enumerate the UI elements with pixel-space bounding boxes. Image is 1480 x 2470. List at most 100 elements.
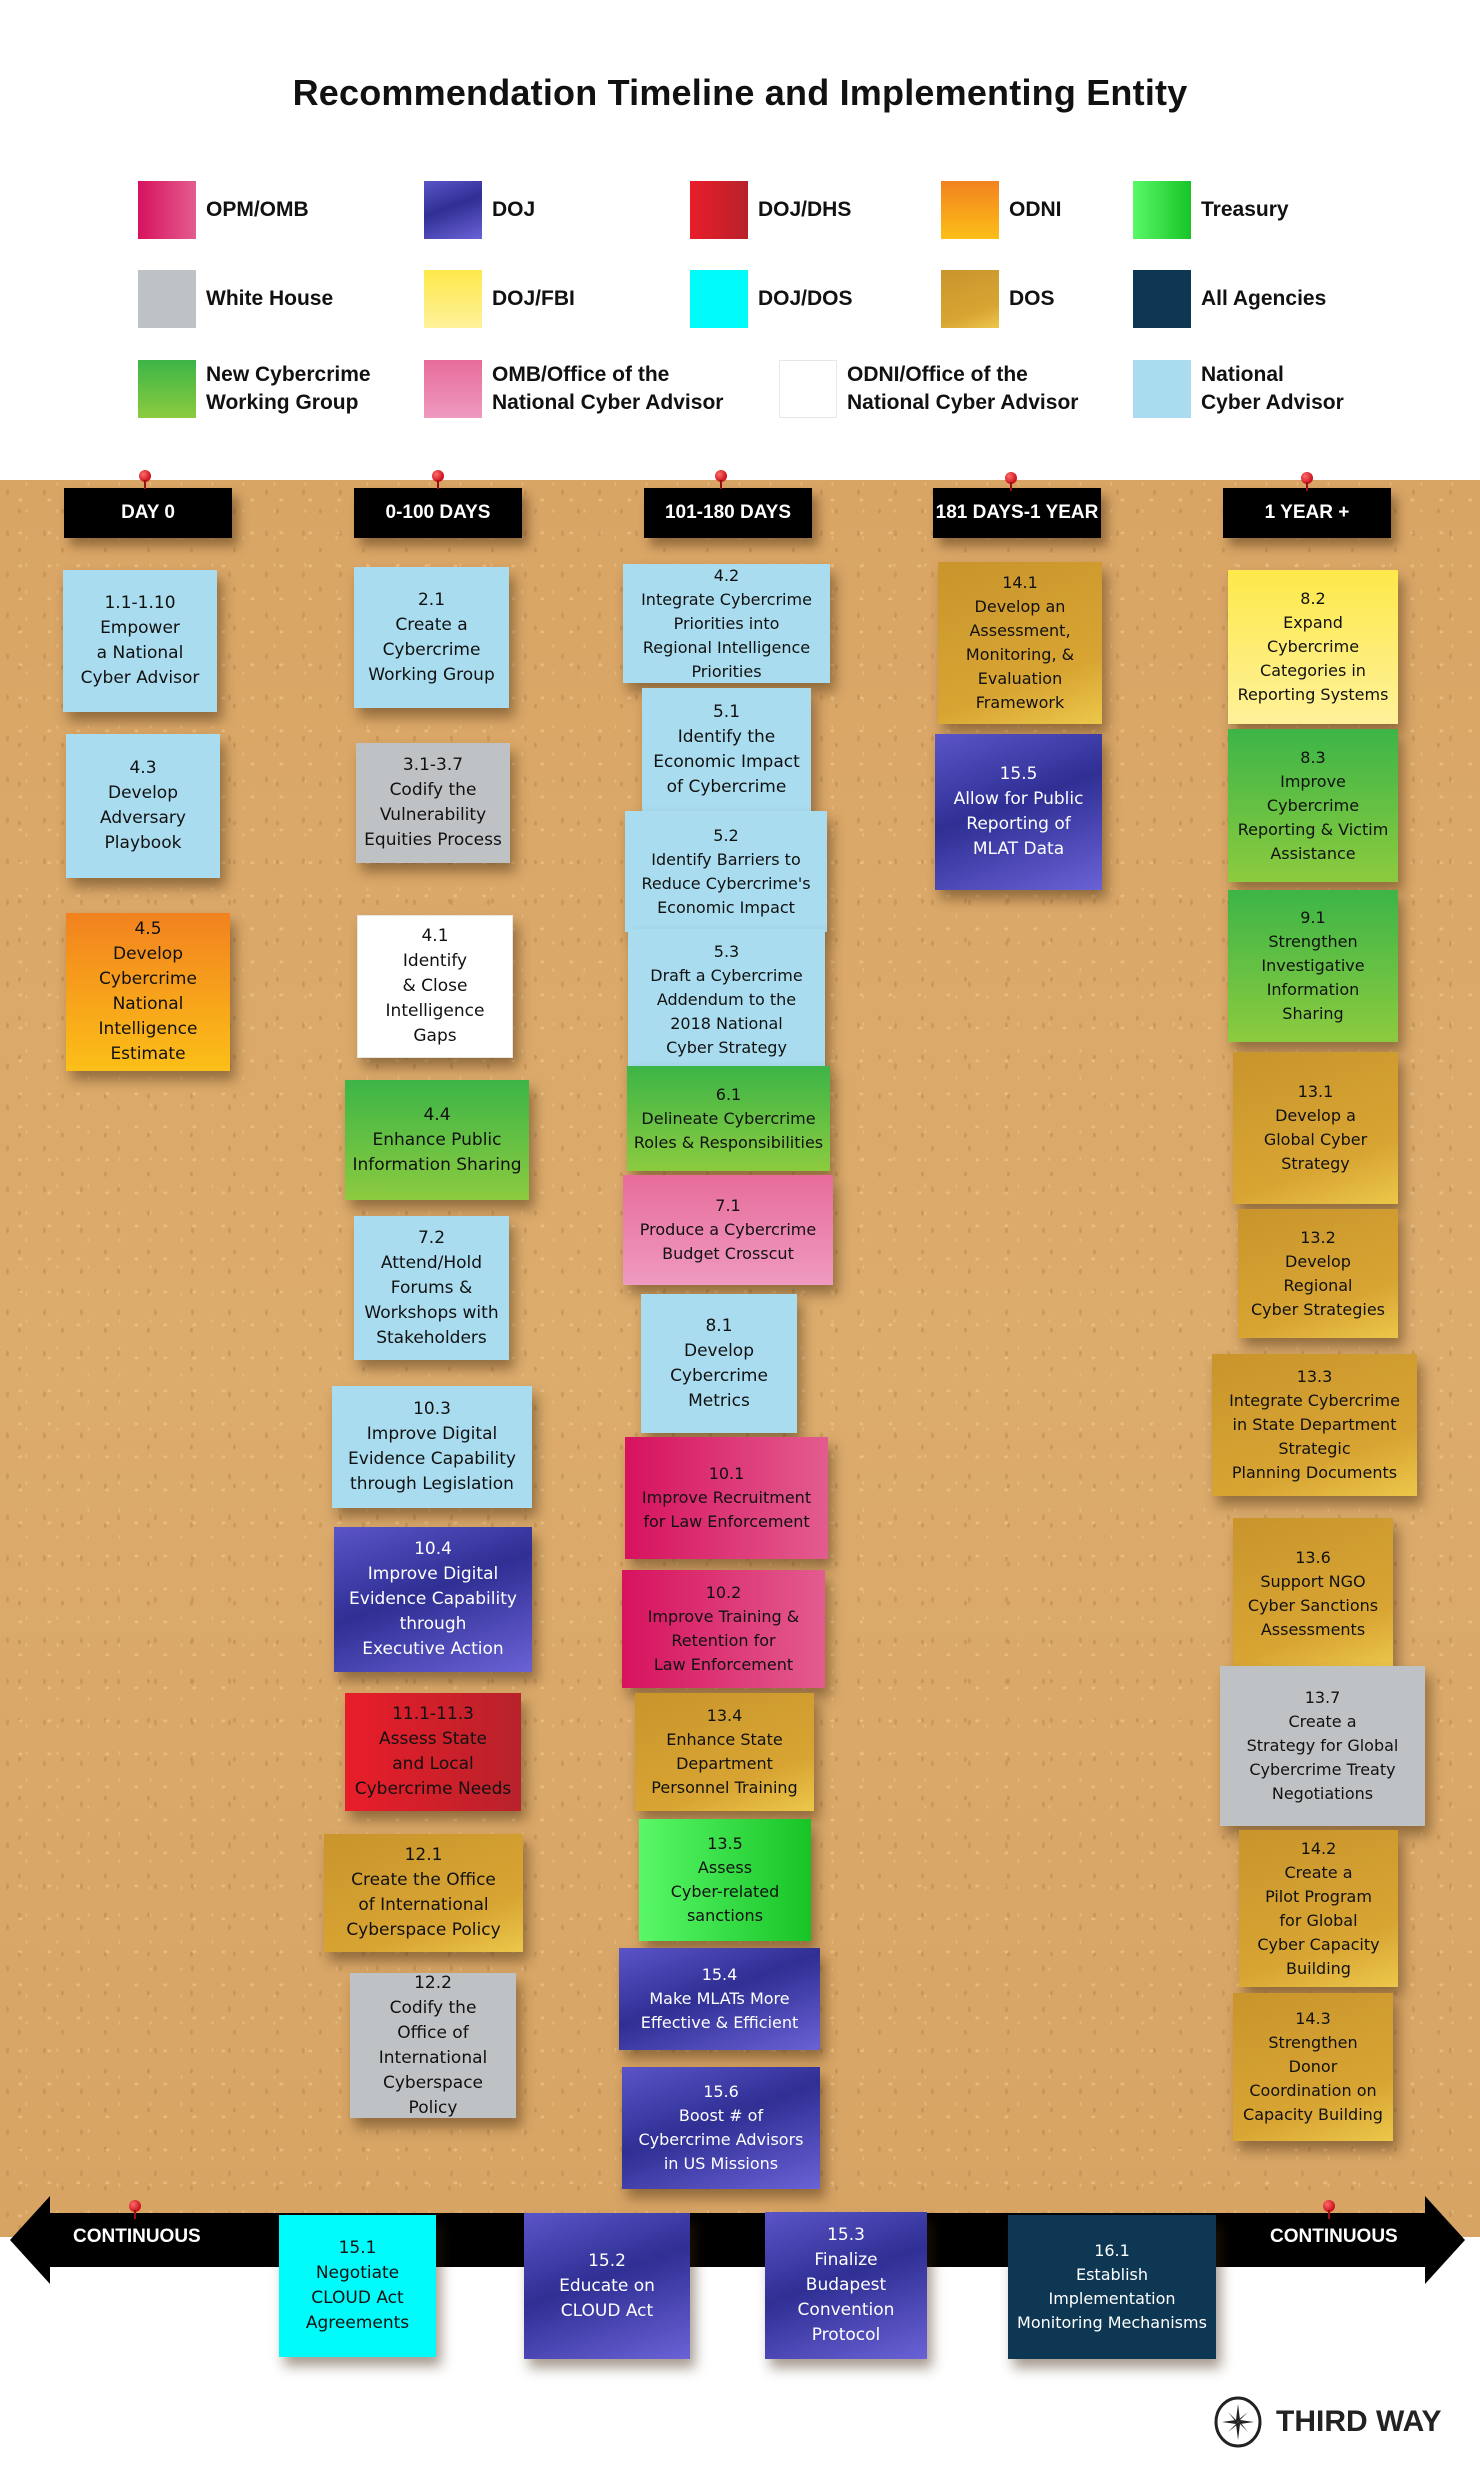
- note-text: Develop Regional Cyber Strategies: [1250, 1251, 1385, 1319]
- note-number: 13.4: [706, 1706, 743, 1725]
- column-header-label: 0-100 DAYS: [385, 502, 491, 523]
- note-text: Finalize Budapest Convention Protocol: [797, 2250, 895, 2345]
- note-10-3: 10.3 Improve Digital Evidence Capability…: [332, 1386, 532, 1508]
- note-6-1: 6.1 Delineate Cybercrime Roles & Respons…: [627, 1066, 830, 1171]
- column-header-label: 101-180 DAYS: [664, 502, 792, 523]
- legend-item-odni-national-cyber-advisor: ODNI/Office of the National Cyber Adviso…: [779, 360, 1078, 418]
- note-15-2: 15.2 Educate on CLOUD Act: [524, 2213, 690, 2359]
- note-number: 14.3: [1295, 2009, 1331, 2028]
- note-number: 13.2: [1300, 1227, 1336, 1247]
- note-number: 10.4: [414, 1539, 452, 1559]
- note-4-1: 4.1 Identify & Close Intelligence Gaps: [357, 915, 513, 1058]
- legend-swatch: [941, 270, 999, 328]
- legend-label: New Cybercrime Working Group: [206, 363, 371, 414]
- legend-label: National Cyber Advisor: [1201, 363, 1344, 414]
- note-text: Develop Cybercrime National Intelligence…: [98, 944, 198, 1064]
- note-5-3: 5.3 Draft a Cybercrime Addendum to the 2…: [628, 929, 825, 1071]
- note-16-1: 16.1 Establish Implementation Monitoring…: [1008, 2215, 1216, 2359]
- note-text: Identify the Economic Impact of Cybercri…: [653, 726, 800, 797]
- legend-item-omb-national-cyber-advisor: OMB/Office of the National Cyber Advisor: [424, 360, 723, 418]
- legend-swatch: [1133, 270, 1191, 328]
- note-text: Develop Cybercrime Metrics: [670, 1340, 768, 1411]
- note-number: 13.6: [1295, 1547, 1331, 1567]
- continuous-timeline-arrow: [40, 2213, 1430, 2267]
- note-11-1-11-3: 11.1-11.3 Assess State and Local Cybercr…: [345, 1693, 521, 1811]
- third-way-logo: THIRD WAY: [1212, 2396, 1442, 2448]
- note-number: 10.1: [708, 1464, 745, 1483]
- note-text: Integrate Cybercrime in State Department…: [1229, 1391, 1400, 1482]
- legend-item-doj: DOJ: [424, 181, 535, 239]
- note-5-2: 5.2 Identify Barriers to Reduce Cybercri…: [625, 811, 827, 932]
- note-5-1: 5.1 Identify the Economic Impact of Cybe…: [642, 688, 811, 811]
- note-10-1: 10.1 Improve Recruitment for Law Enforce…: [625, 1437, 828, 1559]
- note-number: 13.1: [1297, 1082, 1334, 1101]
- note-text: Develop an Assessment, Monitoring, & Eva…: [965, 597, 1075, 712]
- pushpin-icon: [431, 470, 445, 490]
- note-text: Strengthen Investigative Information Sha…: [1261, 932, 1365, 1023]
- compass-star-icon: [1214, 2396, 1262, 2448]
- note-4-3: 4.3 Develop Adversary Playbook: [66, 734, 220, 878]
- note-text: Strengthen Donor Coordination on Capacit…: [1243, 2033, 1383, 2124]
- note-10-4: 10.4 Improve Digital Evidence Capability…: [334, 1527, 532, 1672]
- note-text: Enhance Public Information Sharing: [352, 1129, 522, 1175]
- note-15-1: 15.1 Negotiate CLOUD Act Agreements: [279, 2215, 436, 2357]
- column-header-181-days-1-year: 181 DAYS-1 YEAR: [933, 488, 1101, 538]
- note-text: Create a Strategy for Global Cybercrime …: [1246, 1712, 1399, 1803]
- note-text: Assess State and Local Cybercrime Needs: [354, 1729, 512, 1799]
- legend-label: OMB/Office of the National Cyber Advisor: [492, 363, 724, 414]
- note-text: Educate on CLOUD Act: [559, 2275, 655, 2321]
- pushpin-icon: [1322, 2200, 1336, 2220]
- note-13-6: 13.6 Support NGO Cyber Sanctions Assessm…: [1233, 1518, 1393, 1669]
- note-14-2: 14.2 Create a Pilot Program for Global C…: [1239, 1830, 1398, 1987]
- note-8-3: 8.3 Improve Cybercrime Reporting & Victi…: [1228, 729, 1398, 882]
- note-13-2: 13.2 Develop Regional Cyber Strategies: [1238, 1209, 1398, 1338]
- note-8-1: 8.1 Develop Cybercrime Metrics: [641, 1294, 797, 1433]
- legend-label: ODNI/Office of the National Cyber Adviso…: [847, 363, 1079, 414]
- note-12-2: 12.2 Codify the Office of International …: [350, 1973, 516, 2118]
- note-7-2: 7.2 Attend/Hold Forums & Workshops with …: [354, 1216, 509, 1360]
- note-10-2: 10.2 Improve Training & Retention for La…: [622, 1570, 825, 1688]
- legend-swatch: [424, 360, 482, 418]
- legend-label: White House: [206, 287, 334, 310]
- legend-item-new-cybercrime-working-group: New Cybercrime Working Group: [138, 360, 371, 418]
- legend-swatch: [138, 181, 196, 239]
- note-number: 4.4: [423, 1104, 451, 1125]
- legend-swatch: [424, 181, 482, 239]
- legend-swatch: [690, 181, 748, 239]
- note-text: Establish Implementation Monitoring Mech…: [1017, 2265, 1207, 2332]
- note-text: Negotiate CLOUD Act Agreements: [305, 2263, 410, 2333]
- legend-label: OPM/OMB: [206, 198, 309, 221]
- legend-item-dos: DOS: [941, 270, 1055, 328]
- note-text: Codify the Vulnerability Equities Proces…: [364, 780, 502, 850]
- note-text: Expand Cybercrime Categories in Reportin…: [1237, 613, 1389, 704]
- note-text: Enhance State Department Personnel Train…: [651, 1730, 798, 1797]
- legend-item-white-house: White House: [138, 270, 333, 328]
- continuous-label-left: CONTINUOUS: [73, 2226, 201, 2247]
- note-number: 8.2: [1300, 589, 1326, 608]
- note-text: Develop Adversary Playbook: [100, 783, 186, 853]
- column-header-0-100-days: 0-100 DAYS: [354, 488, 522, 538]
- note-4-2: 4.2 Integrate Cybercrime Priorities into…: [623, 564, 830, 683]
- note-text: Create a Pilot Program for Global Cyber …: [1257, 1862, 1380, 1978]
- legend-label: DOJ/FBI: [492, 287, 575, 310]
- legend-swatch: [138, 360, 196, 418]
- legend-item-doj-dhs: DOJ/DHS: [690, 181, 851, 239]
- note-number: 15.1: [338, 2238, 377, 2258]
- note-text: Produce a Cybercrime Budget Crosscut: [639, 1220, 817, 1263]
- arrow-left-icon: [10, 2196, 50, 2284]
- legend-swatch: [779, 360, 837, 418]
- arrow-right-icon: [1425, 2196, 1465, 2284]
- note-text: Improve Digital Evidence Capability thro…: [348, 1424, 516, 1494]
- pushpin-icon: [128, 2200, 142, 2220]
- note-number: 15.3: [827, 2225, 865, 2245]
- pushpin-icon: [1004, 472, 1018, 492]
- legend-label: Treasury: [1201, 198, 1289, 221]
- note-number: 13.3: [1296, 1367, 1333, 1386]
- note-text: Draft a Cybercrime Addendum to the 2018 …: [650, 966, 803, 1057]
- note-number: 5.1: [712, 701, 741, 722]
- note-text: Delineate Cybercrime Roles & Responsibil…: [633, 1108, 824, 1152]
- legend-swatch: [690, 270, 748, 328]
- legend-swatch: [138, 270, 196, 328]
- legend-item-odni: ODNI: [941, 181, 1062, 239]
- note-text: Empower a National Cyber Advisor: [80, 618, 200, 688]
